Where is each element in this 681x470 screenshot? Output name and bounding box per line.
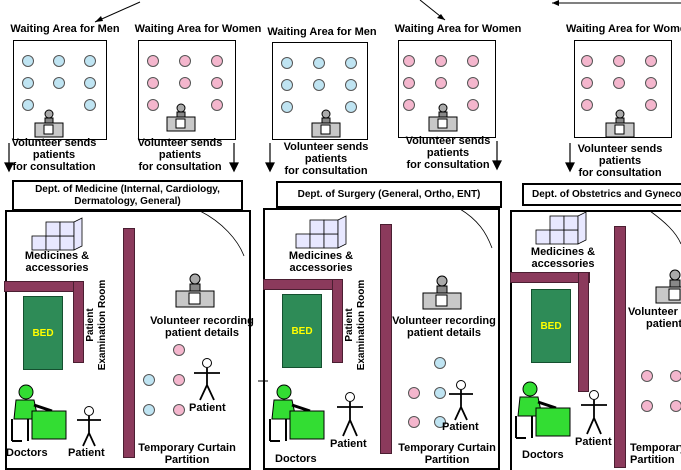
volunteer-desk-icon [428,103,458,132]
doctor-icon [515,381,571,439]
waiting-area-women-label-1: Waiting Area for Women [134,23,262,35]
doctors-label: Doctors [275,453,317,465]
doctor-icon [11,384,67,442]
medicines-label-2: Medicines &accessories [288,250,354,274]
volunteer-desk-icon [605,109,635,138]
medicine-boxes-icon [295,215,347,249]
patient-label: Patient [68,447,105,459]
shelf [263,279,343,290]
curtain-partition [380,224,392,454]
dept-medicine-banner: Dept. of Medicine (Internal, Cardiology,… [12,180,243,211]
bed: BED [531,289,571,363]
waiting-area-women-label-3: Waiting Area for Wome [566,23,681,35]
medicines-label-3: Medicines &accessories [530,246,596,270]
dept-surgery-banner: Dept. of Surgery (General, Ortho, ENT) [276,181,502,208]
curtain-partition [123,228,135,458]
bed: BED [23,296,63,370]
volunteer-recording-desk-icon [422,275,462,310]
volunteer-desk-icon [311,109,341,138]
shelf [4,281,84,292]
patient-label: Patient [330,438,367,450]
patient-icon [449,380,473,421]
doctors-label: Doctors [6,447,48,459]
patient-label: Patient [575,436,612,448]
waiting-area-women-label-2: Waiting Area for Women [394,23,522,35]
waiting-area-men-label-1: Waiting Area for Men [10,23,120,35]
medicine-boxes-icon [31,217,83,251]
volunteer-desk-icon [166,103,196,132]
patient-label: Patient [442,421,479,433]
medicines-label-1: Medicines &accessories [24,250,90,274]
dept-obstetrics-banner: Dept. of Obstetrics and Gyneco [522,183,681,206]
patient-icon [77,406,101,447]
top-arrows [94,0,681,23]
shelf-side [73,281,84,363]
shelf [510,272,590,283]
volunteer-desk-icon [34,109,64,138]
volunteer-recording-desk-icon [175,273,215,308]
waiting-area-men-label-2: Waiting Area for Men [267,26,377,38]
bed: BED [282,294,322,368]
curtain-partition [614,226,626,468]
patient-icon [194,358,220,401]
patient-icon [581,390,607,435]
medicine-boxes-icon [535,211,587,245]
waiting-area-men-1 [13,40,107,140]
shelf-side [578,272,589,392]
volunteer-recording-desk-icon [655,269,681,304]
doctors-label: Doctors [522,449,564,461]
doctor-icon [269,384,325,442]
patient-icon [337,392,363,437]
patient-label: Patient [189,402,226,414]
shelf-side [332,279,343,363]
